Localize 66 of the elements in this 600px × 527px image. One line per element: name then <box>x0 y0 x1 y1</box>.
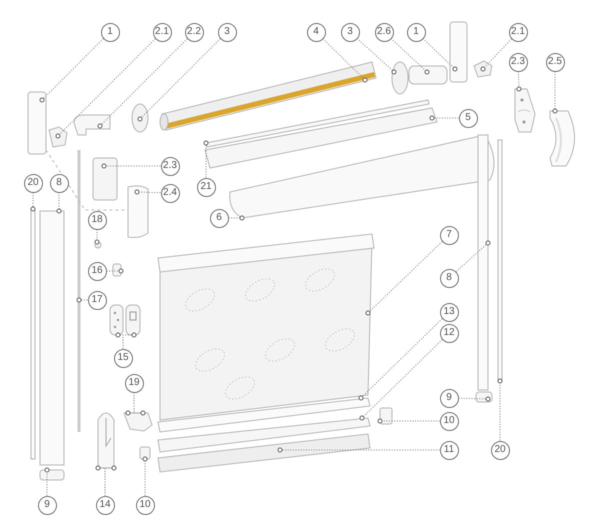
end-bracket <box>28 92 46 154</box>
callout-number: 20 <box>490 440 510 460</box>
callout-number: 6 <box>210 208 228 228</box>
callout-number: 14 <box>96 496 114 514</box>
callout-number: 21 <box>196 178 216 196</box>
seal-strip <box>30 208 36 460</box>
cassette-cover <box>229 134 494 218</box>
callout-number: 7 <box>440 226 458 244</box>
callout-number: 8 <box>440 268 458 288</box>
callout-number: 19 <box>124 374 144 392</box>
callout-number: 2.1 <box>508 22 528 42</box>
side-rail <box>40 210 64 466</box>
clip-part <box>48 126 68 148</box>
patterned-fabric <box>157 233 375 421</box>
handle-part <box>98 412 114 468</box>
callout-number: 2.4 <box>160 184 180 202</box>
thin-profile <box>205 99 430 148</box>
callout-number: 3 <box>218 22 236 42</box>
callout-number: 15 <box>114 348 132 368</box>
callout-number: 11 <box>440 440 458 460</box>
callout-number: 10 <box>440 412 458 430</box>
bottom-bar <box>157 397 371 433</box>
tensioner-half <box>126 304 140 336</box>
callout-number: 10 <box>136 496 154 514</box>
end-plug <box>140 446 150 460</box>
callout-number: 16 <box>88 262 106 280</box>
side-rail <box>478 134 488 390</box>
end-plug <box>380 408 392 424</box>
bar-clip <box>123 412 153 432</box>
hook-bracket <box>550 110 575 166</box>
end-cap-disc <box>132 104 148 132</box>
tensioner-half <box>110 304 124 336</box>
bottom-bar <box>157 417 371 453</box>
callout-number: 2.6 <box>374 22 394 42</box>
callout-number: 20 <box>24 174 42 192</box>
callout-number: 12 <box>440 324 458 342</box>
callout-number: 4 <box>306 22 326 42</box>
clip-part <box>473 60 493 78</box>
callout-number: 1 <box>406 22 426 42</box>
side-cover <box>128 185 148 238</box>
mounting-bracket <box>92 158 118 200</box>
callout-number: 17 <box>88 290 106 310</box>
callout-number: 9 <box>440 388 458 408</box>
mounting-bracket <box>514 88 536 132</box>
end-cap-disc <box>392 62 408 94</box>
callout-number: 3 <box>340 22 360 42</box>
seal-strip <box>498 140 502 382</box>
callout-number: 8 <box>50 174 68 192</box>
rail-end-cap <box>40 470 64 480</box>
tube-plug <box>408 66 448 84</box>
callout-number: 1 <box>100 22 120 42</box>
callout-number: 9 <box>38 496 56 514</box>
callout-number: 18 <box>88 210 106 230</box>
callout-number: 5 <box>458 108 478 128</box>
chain-connector <box>112 264 122 276</box>
callout-number: 2.2 <box>184 22 204 42</box>
control-mechanism <box>74 114 110 136</box>
callout-number: 2.3 <box>160 156 180 176</box>
callout-number: 2.5 <box>546 52 564 72</box>
cassette-profile <box>204 107 438 169</box>
callout-number: 13 <box>440 302 458 322</box>
chain-cord <box>78 150 80 432</box>
callout-number: 2.3 <box>508 52 528 72</box>
callout-number: 2.1 <box>152 22 172 42</box>
bottom-bar <box>157 433 371 473</box>
end-bracket <box>450 22 468 82</box>
